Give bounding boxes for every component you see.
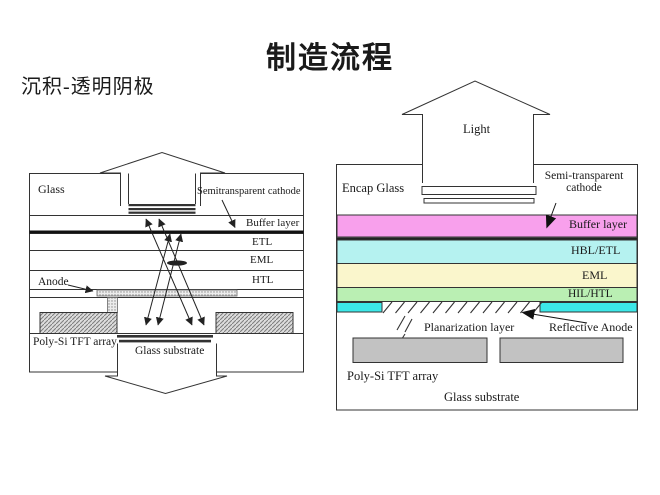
right-light-arrow <box>401 80 551 183</box>
left-anode-label: Anode <box>38 276 69 288</box>
left-semitransparent-cathode-label: Semitransparent cathode <box>197 186 301 197</box>
left-glass-substrate-label: Glass substrate <box>135 345 205 357</box>
left-glass-label: Glass <box>38 182 65 196</box>
left-etl-label: ETL <box>252 236 273 248</box>
reflective-anode-right <box>539 302 638 313</box>
semi-cathode-pointer-arrow <box>545 202 557 229</box>
right-poly-si-tft-label: Poly-Si TFT array <box>347 369 439 383</box>
reflective-anode-label: Reflective Anode <box>549 320 633 334</box>
anode-pointer-arrow <box>67 284 94 294</box>
right-tft-block-right <box>499 337 624 363</box>
page-title: 制造流程 <box>266 42 394 76</box>
left-bottom-stack-bars <box>117 335 213 343</box>
right-cathode-line <box>337 237 637 240</box>
light-label: Light <box>463 122 491 136</box>
left-poly-si-tft-label: Poly-Si TFT array <box>33 336 117 348</box>
reflective-anode-pointer-arrow <box>521 308 588 324</box>
slide-subtitle: 沉积-透明阴极 <box>21 76 155 98</box>
hil-htl-row <box>336 287 638 302</box>
hbl-etl-label: HBL/ETL <box>571 243 621 257</box>
right-eml-label: EML <box>582 268 608 282</box>
reflective-anode-left <box>336 302 383 313</box>
right-device-diagram <box>336 80 638 411</box>
right-cathode-bar-1 <box>421 186 537 195</box>
semi-transparent-cathode-label: Semi-transparent cathode <box>536 170 632 195</box>
eml-row <box>336 263 638 288</box>
right-glass-substrate-label: Glass substrate <box>444 390 520 404</box>
right-cathode-bar-2 <box>423 198 535 204</box>
right-buffer-layer-label: Buffer layer <box>569 217 628 231</box>
semi-transparent-cathode-line2: cathode <box>566 182 602 195</box>
left-buffer-layer-label: Buffer layer <box>246 217 300 229</box>
buffer-layer-row <box>336 214 638 238</box>
left-anode-via <box>107 297 118 313</box>
left-cathode-line <box>29 230 304 234</box>
left-htl-label: HTL <box>252 274 274 286</box>
left-up-light-arrow <box>99 151 226 206</box>
left-down-light-arrow <box>104 343 228 395</box>
planarization-hatch <box>382 301 543 346</box>
glass-notch <box>128 173 196 204</box>
cathode-pointer-arrow <box>221 199 236 228</box>
hil-htl-label: HIL/HTL <box>568 288 613 300</box>
planarization-layer-label: Planarization layer <box>424 320 515 334</box>
left-device-diagram <box>29 151 304 395</box>
left-tft-block-right <box>215 312 294 334</box>
left-tft-block-left <box>39 312 118 334</box>
left-eml-label: EML <box>250 254 274 266</box>
light-ray-arrows <box>144 218 205 326</box>
right-tft-block-left <box>352 337 488 363</box>
left-cathode-stack-bars <box>128 204 196 214</box>
encap-glass-label: Encap Glass <box>342 181 405 195</box>
semi-transparent-cathode-line1: Semi-transparent <box>544 170 624 182</box>
